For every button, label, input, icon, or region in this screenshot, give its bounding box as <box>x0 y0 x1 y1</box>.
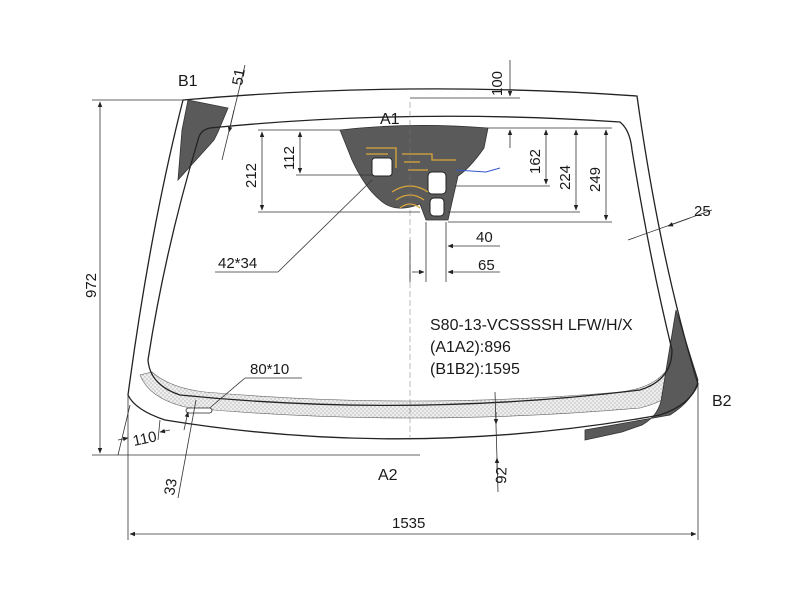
dim-1535: 1535 <box>392 515 425 532</box>
dim-162: 162 <box>527 149 544 174</box>
rain-sensor-box <box>371 157 393 177</box>
camera-window-lower <box>429 197 445 217</box>
glass-inner-edge <box>147 115 673 407</box>
dim-51: 51 <box>229 67 249 86</box>
label-b1: B1 <box>178 73 198 90</box>
dim-212: 212 <box>243 163 260 188</box>
glass-outer-edge <box>127 88 699 440</box>
label-a1: A1 <box>380 111 400 128</box>
dim-249: 249 <box>587 167 604 192</box>
label-a2: A2 <box>378 467 398 484</box>
corner-print-b1 <box>177 99 229 182</box>
dim-25: 25 <box>694 203 711 220</box>
b1b2-length: (B1B2):1595 <box>430 361 520 378</box>
dim-224: 224 <box>557 165 574 190</box>
label-b2: B2 <box>712 393 732 410</box>
part-code: S80-13-VCSSSSH LFW/H/X <box>430 317 633 334</box>
dimension-lines <box>92 60 713 540</box>
dim-33: 33 <box>161 477 181 496</box>
blue-wire <box>455 167 501 173</box>
dim-65: 65 <box>478 257 495 274</box>
camera-sensor-area <box>339 125 489 221</box>
dim-112: 112 <box>281 146 298 170</box>
dim-110: 110 <box>131 428 158 450</box>
dim-80x10: 80*10 <box>250 361 289 378</box>
dim-42x34: 42*34 <box>218 255 257 272</box>
dim-100: 100 <box>489 71 506 96</box>
camera-window-left <box>427 171 447 195</box>
dim-972: 972 <box>83 273 100 298</box>
dim-92: 92 <box>493 467 511 484</box>
dim-40: 40 <box>476 229 493 246</box>
dotted-band <box>139 367 687 419</box>
a1a2-length: (A1A2):896 <box>430 339 511 356</box>
